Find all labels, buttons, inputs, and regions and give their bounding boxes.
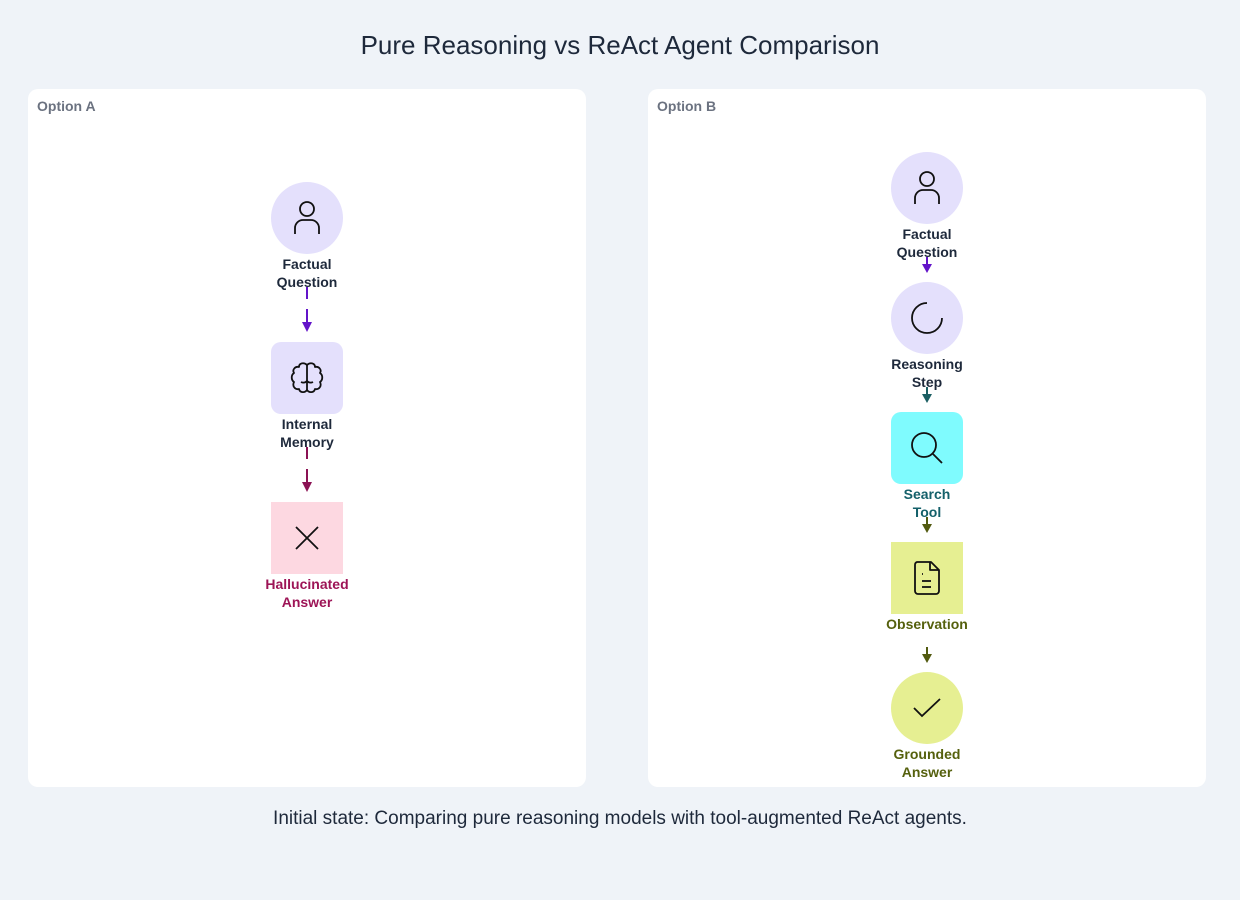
label-line: Step (911, 374, 943, 390)
factual-question-node (891, 152, 963, 224)
label-line: Tool (912, 504, 942, 520)
option-a-label: Option A (37, 98, 96, 114)
label-line: Reasoning (891, 356, 963, 372)
internal-memory-label: Internal Memory (237, 415, 377, 451)
hallucinated-answer-label: Hallucinated Answer (237, 575, 377, 611)
observation-label: Observation (857, 615, 997, 633)
factual-question-node (271, 182, 343, 254)
page-title: Pure Reasoning vs ReAct Agent Comparison (360, 30, 880, 60)
search-icon (911, 432, 943, 464)
grounded-answer-label: Grounded Answer (857, 745, 997, 781)
check-icon (913, 698, 941, 718)
file-icon (914, 561, 940, 595)
user-icon (914, 171, 940, 204)
label-line: Internal (281, 416, 333, 432)
label-line: Factual (902, 226, 952, 242)
arrow-question-to-memory (302, 287, 312, 332)
user-icon (294, 201, 320, 234)
label-line: Memory (280, 434, 334, 450)
factual-question-label: Factual Question (237, 255, 377, 291)
option-b-label: Option B (657, 98, 717, 114)
reasoning-step-node (891, 282, 963, 354)
arrow-search-to-observation (922, 517, 932, 533)
label-line: Hallucinated (265, 576, 349, 592)
label-line: Question (896, 244, 958, 260)
label-line: Answer (281, 594, 333, 610)
label-line: Search (903, 486, 951, 502)
internal-memory-node (271, 342, 343, 414)
factual-question-label: Factual Question (857, 225, 997, 261)
observation-node (891, 542, 963, 614)
caption: Initial state: Comparing pure reasoning … (273, 808, 967, 829)
arrow-question-to-reasoning (922, 257, 932, 273)
search-tool-label: Search Tool (857, 485, 997, 521)
label-line: Factual (282, 256, 332, 272)
option-b-panel: Option B Factual Question Reasoning Step (648, 89, 1206, 787)
label-line: Observation (886, 616, 968, 632)
reasoning-step-label: Reasoning Step (857, 355, 997, 391)
hallucinated-answer-node (271, 502, 343, 574)
label-line: Answer (901, 764, 953, 780)
loader-icon (911, 302, 943, 334)
arrow-observation-to-answer (922, 647, 932, 663)
arrow-memory-to-answer (302, 447, 312, 492)
search-tool-node (891, 412, 963, 484)
option-a-panel: Option A Factual Question Internal Memor… (28, 89, 586, 787)
arrow-reasoning-to-search (922, 387, 932, 403)
label-line: Question (276, 274, 338, 290)
grounded-answer-node (891, 672, 963, 744)
x-icon (295, 526, 319, 550)
label-line: Grounded (893, 746, 961, 762)
brain-icon (290, 362, 324, 394)
